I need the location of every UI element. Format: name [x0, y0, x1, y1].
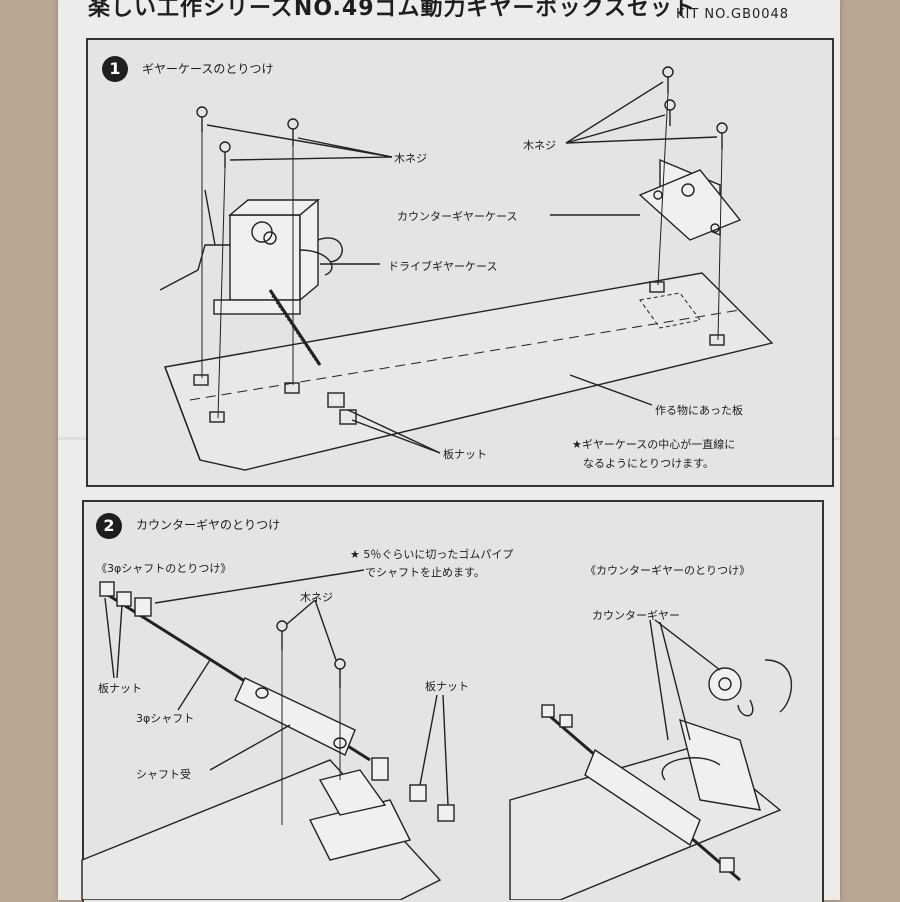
kit-number: KIT NO.GB0048	[676, 7, 790, 22]
sheet-title: 楽しい工作シリーズNO.49ゴム動力ギヤーボックスセット	[88, 0, 696, 21]
note2-line-1: ★ 5％ぐらいに切ったゴムパイプ	[350, 548, 514, 561]
left-screw-2	[287, 118, 299, 146]
step2-title: カウンターギヤのとりつけ	[136, 518, 281, 532]
label-counter-section: 《カウンターギヤーのとりつけ》	[585, 564, 751, 577]
label-board: 作る物にあった板	[655, 404, 743, 417]
label-counter-gear: カウンターギヤー	[592, 609, 680, 622]
label-wood-screw-left: 木ネジ	[394, 152, 427, 165]
label-counter-gear-case: カウンターギヤーケース	[397, 210, 518, 223]
note2-line-2: でシャフトを止めます。	[365, 566, 485, 579]
step1-title: ギヤーケースのとりつけ	[142, 62, 274, 76]
right-screw-3	[716, 122, 728, 149]
right-screw-2	[664, 99, 676, 126]
label-wood-screw-2: 木ネジ	[300, 591, 333, 604]
label-plate-nut-left: 板ナット	[98, 682, 142, 695]
label-plate-nut-mid: 板ナット	[425, 680, 469, 693]
step1-number: 1	[102, 56, 128, 82]
label-drive-gear-case: ドライブギヤーケース	[388, 260, 498, 273]
label-wood-screw-right: 木ネジ	[523, 139, 556, 152]
left-screw-1	[196, 106, 208, 132]
label-shaft-bearing: シャフト受	[136, 768, 191, 781]
note-line-1: ★ギヤーケースの中心が一直線に	[572, 438, 736, 451]
note-line-2: なるようにとりつけます。	[583, 457, 715, 470]
step2-number: 2	[96, 513, 122, 539]
label-plate-nut: 板ナット	[443, 448, 487, 461]
right-screw-1	[662, 66, 674, 93]
label-shaft: 3φシャフト	[136, 712, 195, 725]
label-shaft-section: 《3φシャフトのとりつけ》	[96, 562, 232, 575]
left-screw-3	[219, 141, 231, 168]
